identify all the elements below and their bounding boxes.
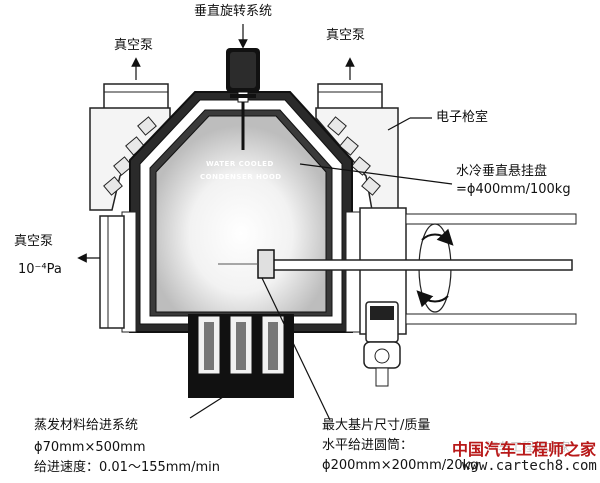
feed-system-size: ϕ70mm×500mm xyxy=(34,440,146,455)
water-cooled-hanger-label: 水冷垂直悬挂盘 xyxy=(456,164,548,179)
watermark-url: www.cartech8.com xyxy=(462,458,597,474)
electron-gun-chamber-label: 电子枪室 xyxy=(436,110,489,125)
substrate-rod xyxy=(218,249,573,279)
vacuum-pump-right-label: 真空泵 xyxy=(326,28,366,43)
hood-text-line2: CONDENSER HOOD xyxy=(200,173,282,181)
side-vacuum-pressure: 10⁻⁴Pa xyxy=(18,262,62,277)
substrate-size: ϕ200mm×200mm/20kg xyxy=(322,458,479,473)
water-cooled-hanger-spec: =ϕ400mm/100kg xyxy=(456,182,571,197)
hood-text-line1: WATER COOLED xyxy=(206,160,274,168)
valve-assembly xyxy=(363,301,401,387)
feed-system-speed: 给进速度：0.01～155mm/min xyxy=(34,460,220,475)
material-feed-system xyxy=(188,314,294,398)
left-side-vacuum-port xyxy=(99,215,125,329)
substrate-feed-label: 水平给进圆筒： xyxy=(322,438,414,453)
leader-lines xyxy=(77,24,453,421)
vertical-rotation-label: 垂直旋转系统 xyxy=(194,4,273,19)
substrate-label: 最大基片尺寸/质量 xyxy=(322,418,431,433)
feed-system-label: 蒸发材料给进系统 xyxy=(34,418,139,433)
right-vacuum-port xyxy=(317,83,383,111)
watermark-faint: 汽车工程师之家 xyxy=(486,440,571,454)
vertical-rotation-motor xyxy=(226,48,260,150)
left-vacuum-port xyxy=(103,83,169,111)
watermark-brand: 中国汽车工程师之家 xyxy=(452,440,597,459)
side-vacuum-pump-label: 真空泵 xyxy=(14,234,54,249)
vacuum-pump-left-label: 真空泵 xyxy=(114,38,154,53)
electron-gun-right xyxy=(327,116,381,196)
